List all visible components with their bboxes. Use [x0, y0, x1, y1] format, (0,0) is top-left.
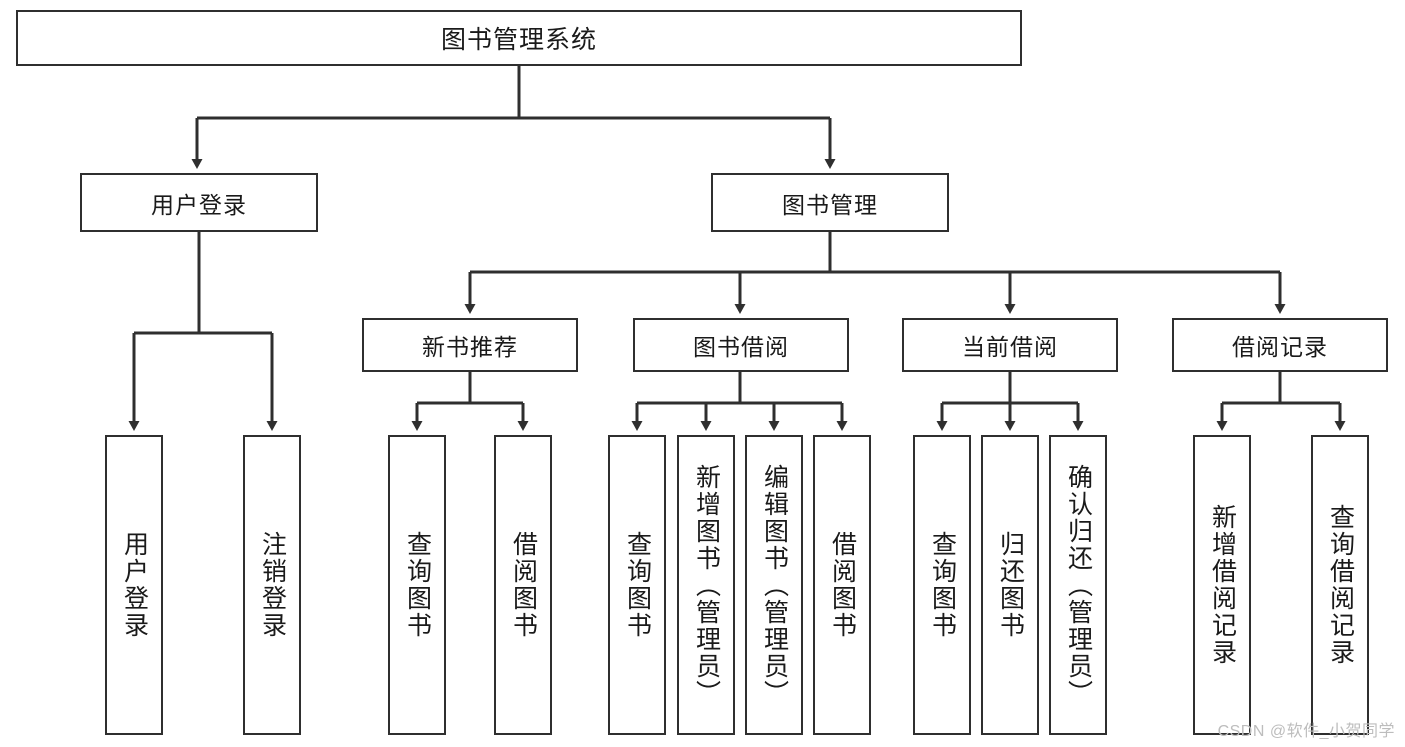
leaf-label: 借阅图书	[509, 531, 538, 639]
leaf-query-book[interactable]: 查询图书	[608, 435, 666, 735]
leaf-label: 用户登录	[120, 531, 149, 639]
leaf-add-book-admin[interactable]: 新增图书（管理员）	[677, 435, 735, 735]
leaf-label: 查询借阅记录	[1326, 504, 1355, 666]
leaf-edit-book-admin[interactable]: 编辑图书（管理员）	[745, 435, 803, 735]
node-user-login[interactable]: 用户登录	[80, 173, 318, 232]
leaf-label: 注销登录	[258, 531, 287, 639]
node-book-management[interactable]: 图书管理	[711, 173, 949, 232]
leaf-add-borrow-record[interactable]: 新增借阅记录	[1193, 435, 1251, 735]
node-book-borrow[interactable]: 图书借阅	[633, 318, 849, 372]
leaf-borrow-book-recommend[interactable]: 借阅图书	[494, 435, 552, 735]
leaf-label: 查询图书	[403, 531, 432, 639]
leaf-borrow-book[interactable]: 借阅图书	[813, 435, 871, 735]
leaf-logout[interactable]: 注销登录	[243, 435, 301, 735]
node-root[interactable]: 图书管理系统	[16, 10, 1022, 66]
leaf-user-login[interactable]: 用户登录	[105, 435, 163, 735]
node-borrow-records[interactable]: 借阅记录	[1172, 318, 1388, 372]
node-new-book-recommend[interactable]: 新书推荐	[362, 318, 578, 372]
leaf-query-book-recommend[interactable]: 查询图书	[388, 435, 446, 735]
leaf-label: 查询图书	[623, 531, 652, 639]
leaf-return-book[interactable]: 归还图书	[981, 435, 1039, 735]
leaf-label: 新增图书（管理员）	[692, 463, 721, 707]
watermark-label: CSDN @软件_小贺同学	[1217, 723, 1395, 740]
leaf-label: 借阅图书	[828, 531, 857, 639]
leaf-label: 编辑图书（管理员）	[760, 463, 789, 707]
leaf-label: 确认归还（管理员）	[1064, 463, 1093, 707]
node-current-borrow[interactable]: 当前借阅	[902, 318, 1118, 372]
leaf-query-book-current[interactable]: 查询图书	[913, 435, 971, 735]
leaf-label: 新增借阅记录	[1208, 504, 1237, 666]
leaf-query-borrow-record[interactable]: 查询借阅记录	[1311, 435, 1369, 735]
leaf-confirm-return-admin[interactable]: 确认归还（管理员）	[1049, 435, 1107, 735]
leaf-label: 归还图书	[996, 531, 1025, 639]
leaf-label: 查询图书	[928, 531, 957, 639]
